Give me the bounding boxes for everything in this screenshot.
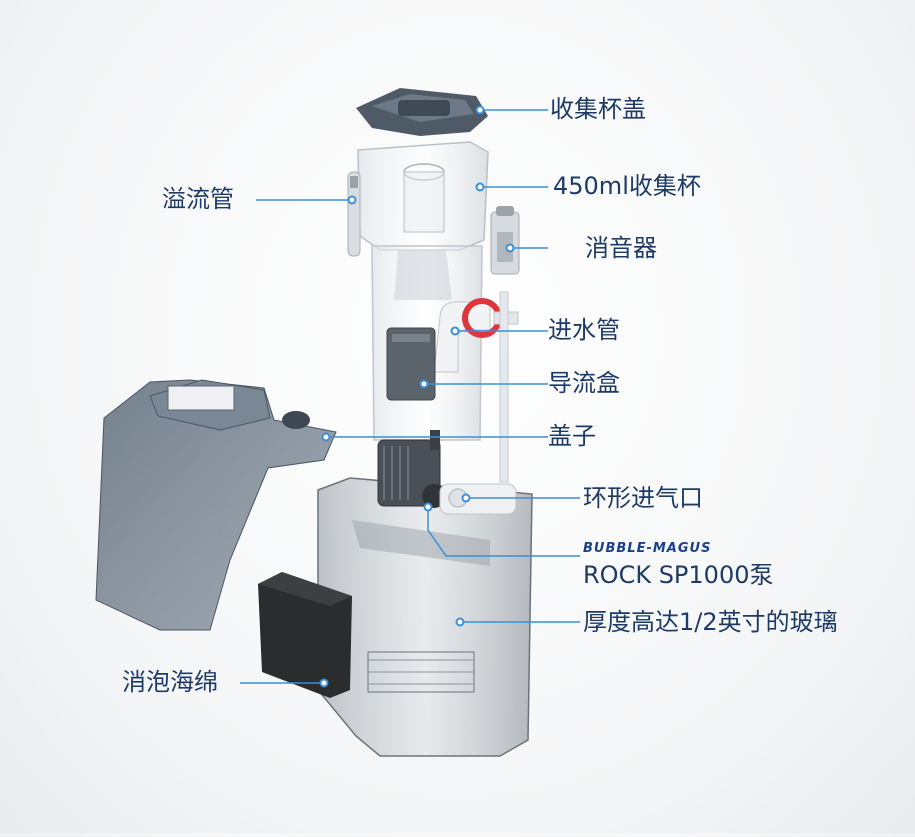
air-intake-shape [439,483,517,515]
cover-shape [95,379,337,631]
overflow-pipe-shape [347,171,361,257]
label-sponge: 消泡海绵 [122,668,218,696]
inlet-pipe-shape [433,291,519,483]
label-collection-cup: 450ml收集杯 [553,172,701,200]
leader-dots [319,105,515,688]
silencer-shape [490,206,520,275]
sponge-shape [258,572,352,698]
label-diffuser-box: 导流盒 [548,369,620,397]
label-inlet-pipe: 进水管 [548,316,620,344]
label-overflow-pipe: 溢流管 [162,185,234,213]
collection-cup-shape [357,141,489,251]
label-glass: 厚度高达1/2英寸的玻璃 [583,608,838,636]
cup-lid-shape [356,88,488,136]
diffuser-box-shape [386,327,436,401]
leader-pump [427,507,580,557]
label-pump: ROCK SP1000泵 [583,561,774,589]
label-cup-lid: 收集杯盖 [550,95,646,123]
label-silencer: 消音器 [585,234,657,262]
label-cover: 盖子 [548,422,596,450]
brand-logo: BUBBLE-MAGUS [583,541,712,556]
pump-shape [377,430,446,508]
label-air-intake: 环形进气口 [583,484,703,512]
leader-lines [240,109,580,684]
